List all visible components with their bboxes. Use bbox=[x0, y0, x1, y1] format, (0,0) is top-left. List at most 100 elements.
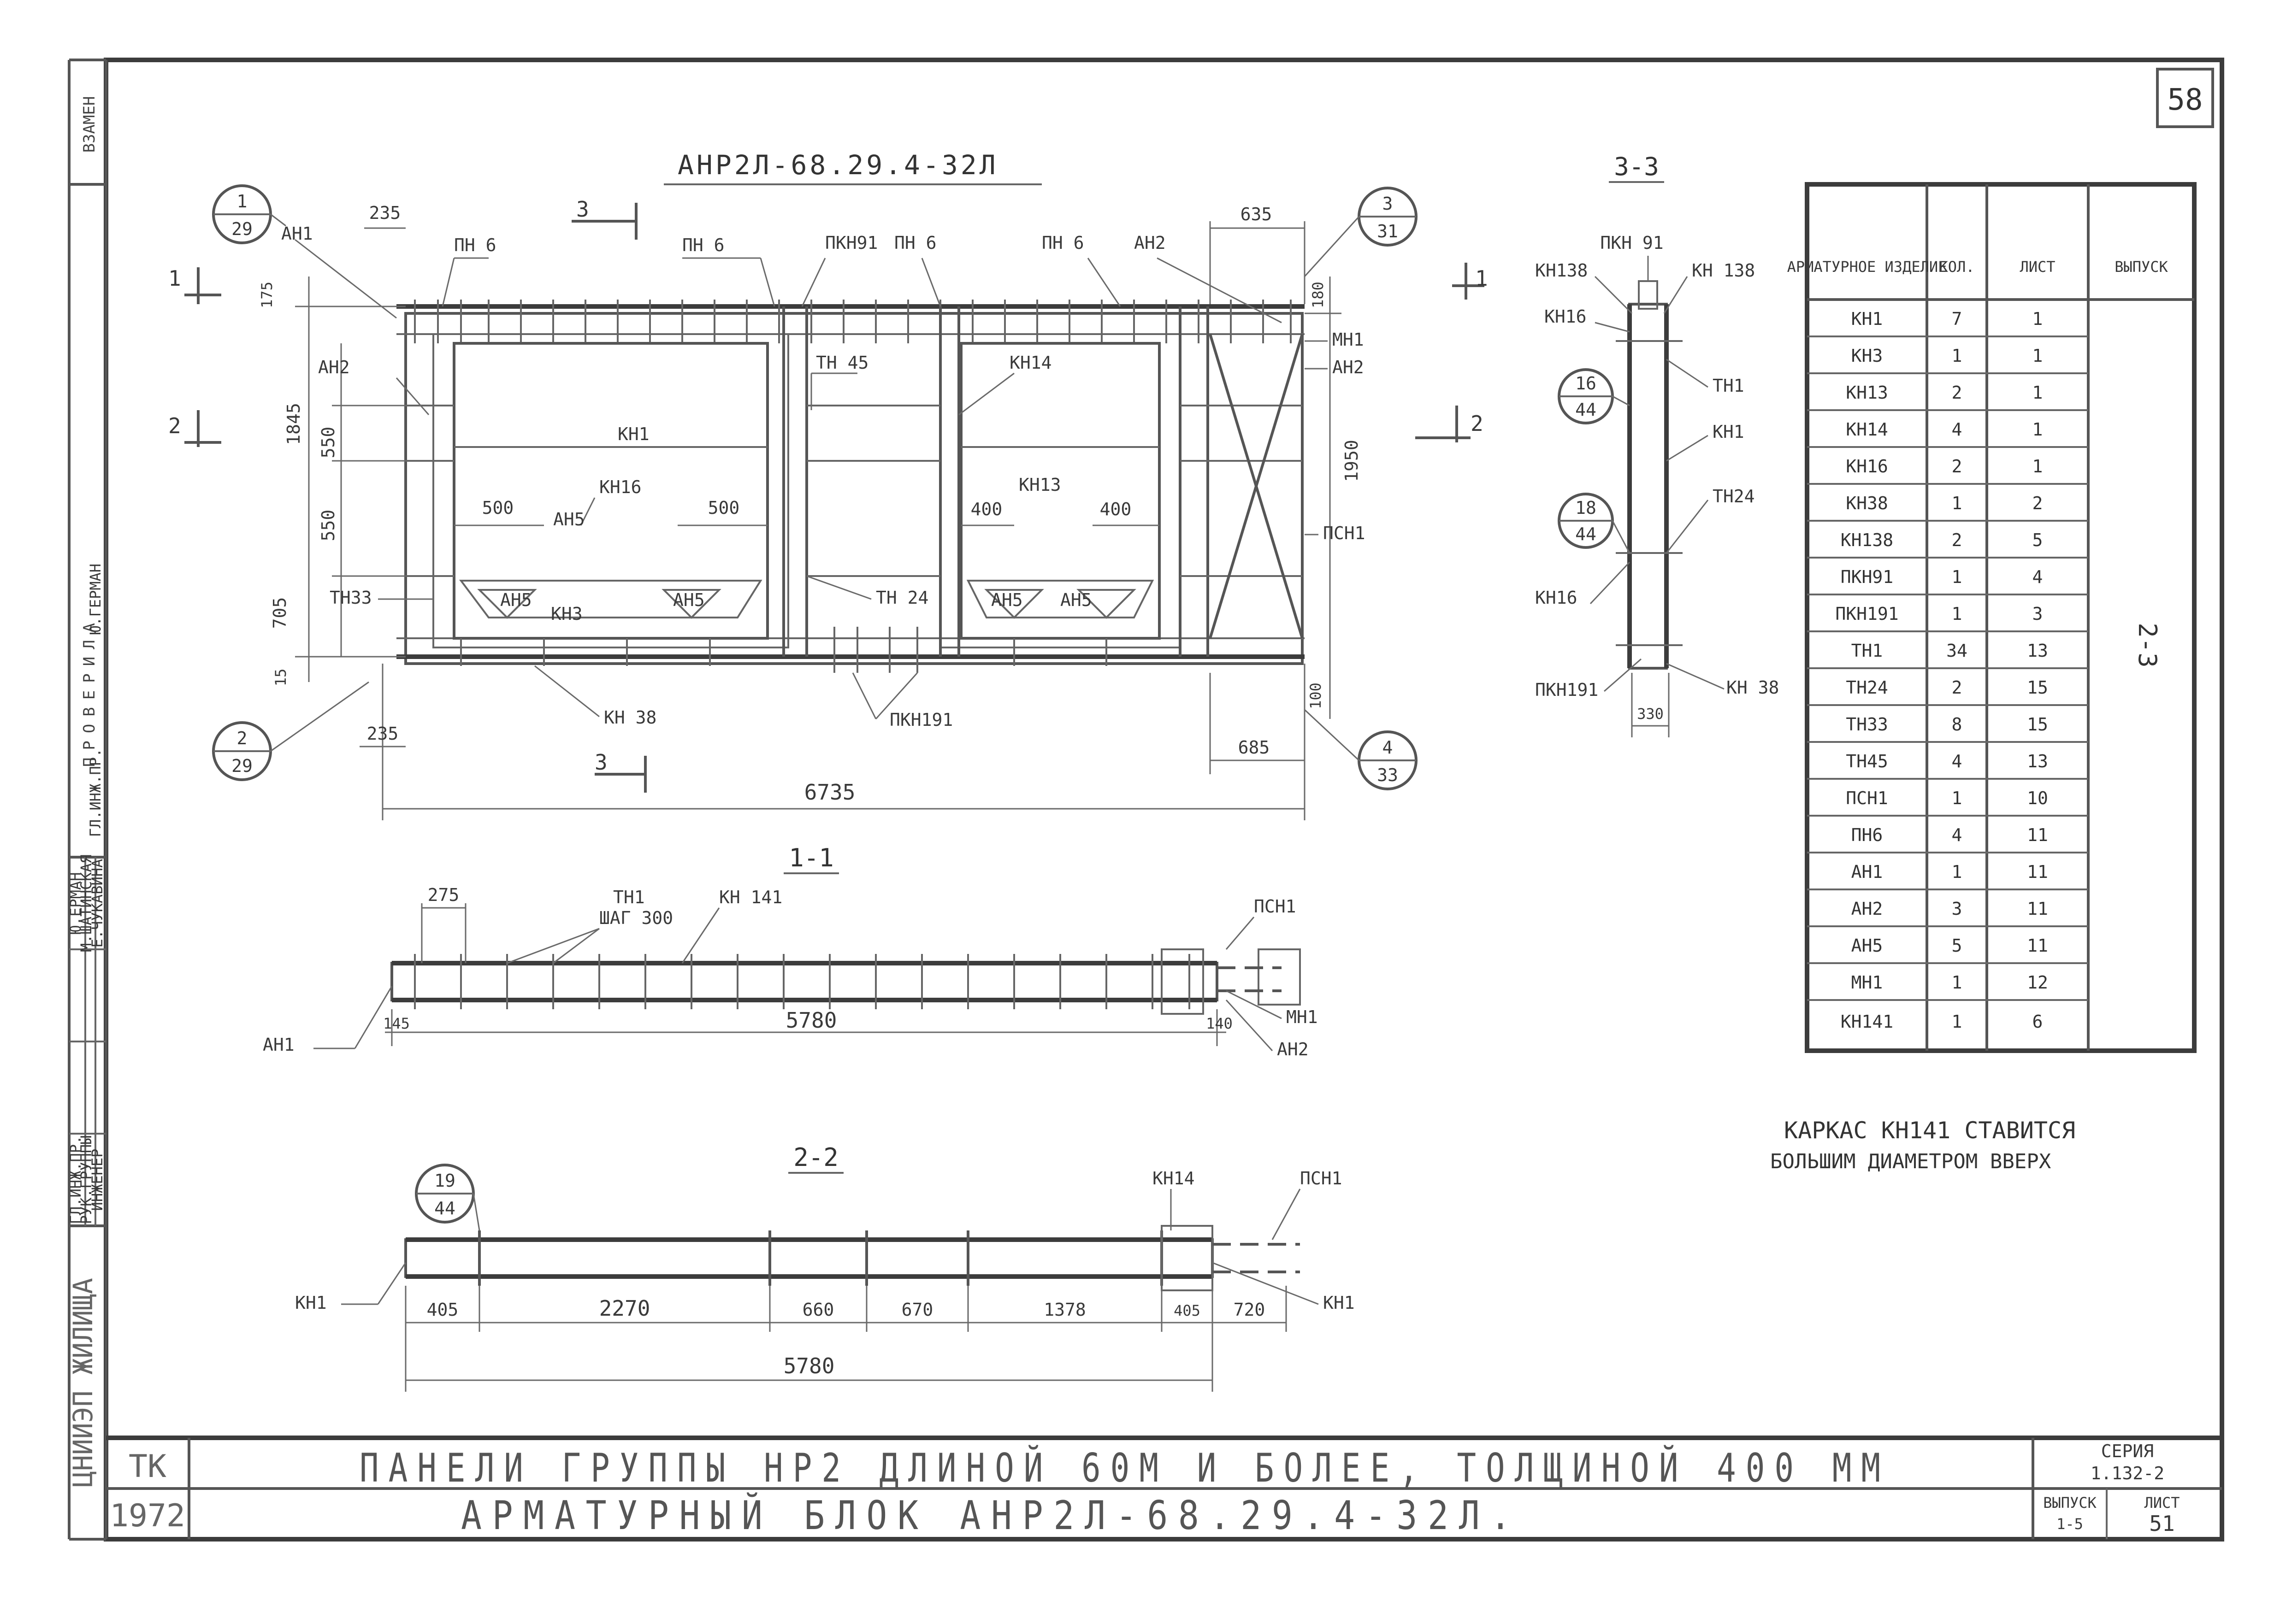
dim-500a: 500 bbox=[482, 498, 514, 518]
svg-text:29: 29 bbox=[231, 219, 253, 239]
table-cell: 1 bbox=[1952, 604, 1962, 624]
section-2-2-body bbox=[404, 1238, 1214, 1278]
table-header-issue: ВЫПУСК bbox=[2115, 258, 2168, 276]
table-cell: 1 bbox=[2032, 382, 2043, 403]
series-value: 1.132-2 bbox=[2091, 1463, 2164, 1483]
label-psn1: ПСН1 bbox=[1323, 523, 1365, 543]
table-cell: КН3 bbox=[1851, 346, 1883, 366]
title-code: ТК bbox=[129, 1448, 166, 1485]
svg-text:2: 2 bbox=[168, 413, 181, 438]
s33-tn1: ТН1 bbox=[1713, 376, 1744, 396]
cross-brace-2 bbox=[1209, 334, 1304, 639]
s11-d140: 140 bbox=[1206, 1015, 1233, 1032]
opening-left bbox=[453, 342, 769, 640]
svg-text:1: 1 bbox=[1475, 266, 1488, 291]
sheet-number-box bbox=[2156, 68, 2214, 128]
side-name-3: Е.ЧУКАВИНА bbox=[89, 859, 106, 948]
s33-pkn91: ПКН 91 bbox=[1600, 233, 1663, 253]
dim-1950: 1950 bbox=[1341, 440, 1362, 482]
label-pn6-1: ПН 6 bbox=[454, 235, 496, 255]
callout-3-31: 3 31 bbox=[1304, 187, 1418, 277]
table-header-qty: КОЛ. bbox=[1939, 258, 1974, 276]
table-cell: 2 bbox=[1952, 382, 1962, 403]
table-cell: 34 bbox=[1946, 641, 1967, 661]
title-block bbox=[106, 1436, 2222, 1539]
s22-total: 5780 bbox=[784, 1353, 835, 1378]
label-pn6-3: ПН 6 bbox=[894, 233, 937, 253]
table-cell: 11 bbox=[2027, 862, 2048, 882]
label-tn45: ТН 45 bbox=[816, 353, 868, 373]
dim-685: 685 bbox=[1238, 737, 1270, 758]
top-rebar-ticks bbox=[414, 300, 1292, 343]
table-cell: ПСН1 bbox=[1846, 788, 1888, 808]
table-cell: АН1 bbox=[1851, 862, 1883, 882]
s33-pkn191: ПКН191 bbox=[1535, 680, 1598, 700]
svg-text:44: 44 bbox=[1575, 400, 1596, 420]
table-cell: ПН6 bbox=[1851, 825, 1883, 845]
plan-outline bbox=[404, 312, 1304, 665]
s33-kn138b: КН 138 bbox=[1692, 260, 1755, 281]
table-cell: 1 bbox=[2032, 419, 2043, 440]
title-line-1: ПАНЕЛИ ГРУППЫ НР2 ДЛИНОЙ 60М И БОЛЕЕ, ТО… bbox=[360, 1445, 1890, 1491]
label-kn14: КН14 bbox=[1010, 353, 1052, 373]
table-cell: 2 bbox=[1952, 456, 1962, 477]
table-cell: 15 bbox=[2027, 714, 2048, 735]
table-cell: КН13 bbox=[1846, 382, 1888, 403]
table-cell: 1 bbox=[2032, 346, 2043, 366]
section-1-1-body bbox=[390, 962, 1218, 1001]
cut-mark-3-bottom: 3 bbox=[595, 750, 647, 793]
svg-text:16: 16 bbox=[1575, 373, 1596, 394]
label-pn6-2: ПН 6 bbox=[682, 235, 725, 255]
table-header-sheet: ЛИСТ bbox=[2020, 258, 2055, 276]
table-cell: 6 bbox=[2032, 1012, 2043, 1032]
s11-psn1: ПСН1 bbox=[1254, 896, 1296, 917]
table-cell: 12 bbox=[2027, 972, 2048, 993]
table-cell: 8 bbox=[1952, 714, 1962, 735]
s22-dim-1: 405 bbox=[427, 1300, 459, 1320]
dim-635: 635 bbox=[1241, 204, 1272, 224]
label-kn1: КН1 bbox=[618, 424, 650, 444]
title-year: 1972 bbox=[110, 1498, 185, 1534]
table-cell: 3 bbox=[1952, 899, 1962, 919]
svg-text:31: 31 bbox=[1377, 221, 1398, 241]
cut-mark-2-left: 2 bbox=[168, 410, 221, 447]
svg-text:44: 44 bbox=[434, 1198, 455, 1218]
table-cell: КН14 bbox=[1846, 419, 1888, 440]
callout-4-33: 4 33 bbox=[1304, 709, 1418, 790]
s33-tn24: ТН24 bbox=[1713, 486, 1755, 506]
dim-550b: 550 bbox=[318, 510, 338, 541]
s11-d275: 275 bbox=[428, 885, 460, 905]
bottom-rebar-ticks bbox=[460, 627, 1107, 673]
callout-1-29: 1 29 bbox=[212, 184, 286, 244]
cut-mark-2-right: 2 bbox=[1415, 406, 1483, 442]
dim-1845: 1845 bbox=[284, 403, 304, 445]
side-role-3: ИНЖЕНЕР bbox=[89, 1149, 106, 1211]
drawing-title: АНР2Л-68.29.4-32Л bbox=[678, 149, 998, 181]
label-tn33: ТН33 bbox=[330, 588, 372, 608]
issue-label: ВЫПУСК bbox=[2043, 1494, 2097, 1512]
note-line-1: КАРКАС КН141 СТАВИТСЯ bbox=[1784, 1117, 2075, 1144]
sheet-frame bbox=[104, 58, 2224, 1542]
dim-330: 330 bbox=[1637, 705, 1664, 723]
s11-d5780: 5780 bbox=[786, 1008, 837, 1033]
side-role-2: РУК.ГРУППЫ bbox=[77, 1136, 95, 1224]
dim-175: 175 bbox=[258, 282, 276, 308]
dim-6735: 6735 bbox=[804, 780, 856, 805]
table-cell: КН16 bbox=[1846, 456, 1888, 477]
s33-kn138a: КН138 bbox=[1535, 260, 1588, 281]
table-cell: АН5 bbox=[1851, 936, 1883, 956]
table-cell: МН1 bbox=[1851, 972, 1883, 993]
s22-kn1a: КН1 bbox=[295, 1293, 327, 1313]
dim-15: 15 bbox=[272, 669, 289, 687]
table-cell: 11 bbox=[2027, 936, 2048, 956]
svg-text:3: 3 bbox=[595, 750, 608, 775]
label-kn16: КН16 bbox=[599, 477, 642, 497]
label-an2-left: АН2 bbox=[318, 357, 350, 377]
svg-text:18: 18 bbox=[1575, 498, 1596, 518]
s33-kn16b: КН16 bbox=[1535, 588, 1577, 608]
label-an5-4: АН5 bbox=[991, 590, 1023, 610]
label-pkn91: ПКН91 bbox=[825, 233, 878, 253]
label-tn24: ТН 24 bbox=[876, 588, 928, 608]
title-line-2: АРМАТУРНЫЙ БЛОК АНР2Л-68.29.4-32Л. bbox=[461, 1492, 1521, 1539]
label-kn38: КН 38 bbox=[604, 707, 656, 728]
